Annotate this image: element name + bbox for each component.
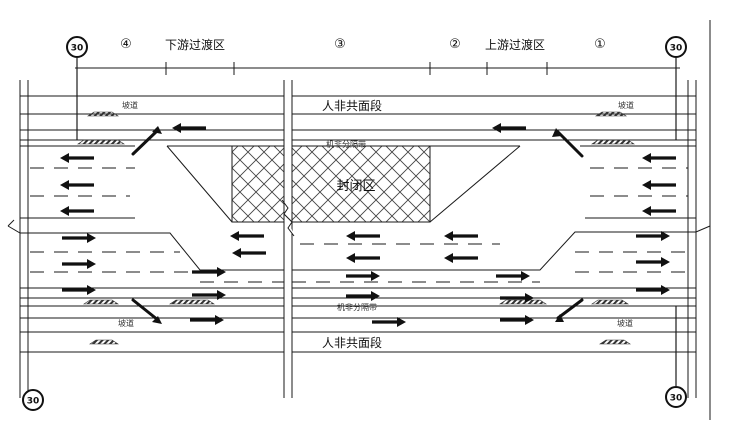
speed-sign-top-left: 30 — [66, 36, 88, 140]
arrow-right — [192, 267, 226, 277]
arrow-right — [500, 293, 534, 303]
arrow-left — [60, 180, 94, 190]
arrow-left — [346, 231, 380, 241]
arrow-left — [642, 153, 676, 163]
ramp-label: 坡道 — [122, 100, 138, 110]
break-marks — [7, 199, 295, 237]
divider-top-label: 机非分隔带 — [326, 139, 366, 149]
arrow-right — [346, 271, 380, 281]
arrow-left — [444, 253, 478, 263]
arrow-left — [230, 231, 264, 241]
zone-number-4: ④ — [120, 37, 132, 52]
arrow-left — [642, 180, 676, 190]
ramp-label: 坡道 — [618, 100, 634, 110]
arrow-right — [372, 317, 406, 327]
ramp-label: 坡道 — [617, 318, 633, 328]
upstream-transition-label: 上游过渡区 — [485, 37, 545, 52]
ramp-marks — [77, 111, 635, 345]
bottom-lanes — [20, 297, 696, 353]
arrow-right — [190, 315, 224, 325]
speed-sign-value: 30 — [27, 397, 40, 407]
arrow-right — [62, 233, 96, 243]
arrow-right — [636, 257, 670, 267]
arrow-right — [500, 315, 534, 325]
arrow-right — [636, 231, 670, 241]
speed-sign-value: 30 — [670, 44, 683, 54]
arrow-right — [496, 271, 530, 281]
closed-zone — [231, 145, 431, 223]
speed-sign-top-right: 30 — [665, 36, 687, 140]
diagonal-arrowheads — [152, 126, 564, 324]
speed-sign-value: 30 — [71, 44, 84, 54]
zone-number-3: ③ — [334, 37, 346, 52]
mixed-segment-top-label: 人非共面段 — [322, 98, 382, 113]
speed-sign-value: 30 — [670, 394, 683, 404]
traffic-arrows — [60, 123, 676, 327]
arrow-left — [346, 253, 380, 263]
arrow-right — [192, 290, 226, 300]
dimension-line — [75, 62, 680, 75]
arrow-left — [444, 231, 478, 241]
arrow-right — [62, 285, 96, 295]
dashed-lane-lines — [30, 167, 688, 283]
zone-number-1: ① — [594, 37, 606, 52]
arrow-left — [642, 206, 676, 216]
arrow-left — [172, 123, 206, 133]
diagonal-arrows — [131, 128, 584, 322]
speed-sign-bottom-right: 30 — [665, 306, 687, 408]
arrow-left — [232, 248, 266, 258]
arrow-right — [636, 285, 670, 295]
speed-sign-bottom-left: 30 — [22, 389, 44, 411]
closed-zone-label: 封闭区 — [336, 179, 375, 194]
arrow-left — [60, 206, 94, 216]
downstream-transition-label: 下游过渡区 — [165, 37, 225, 52]
divider-bottom-label: 机非分隔带 — [337, 302, 377, 312]
arrow-right — [62, 259, 96, 269]
arrow-left — [60, 153, 94, 163]
arrow-left — [492, 123, 526, 133]
arrow-right — [346, 291, 380, 301]
road-boundaries — [19, 20, 711, 420]
zone-number-2: ② — [449, 37, 461, 52]
mixed-segment-bottom-label: 人非共面段 — [322, 335, 382, 350]
ramp-label: 坡道 — [118, 318, 134, 328]
